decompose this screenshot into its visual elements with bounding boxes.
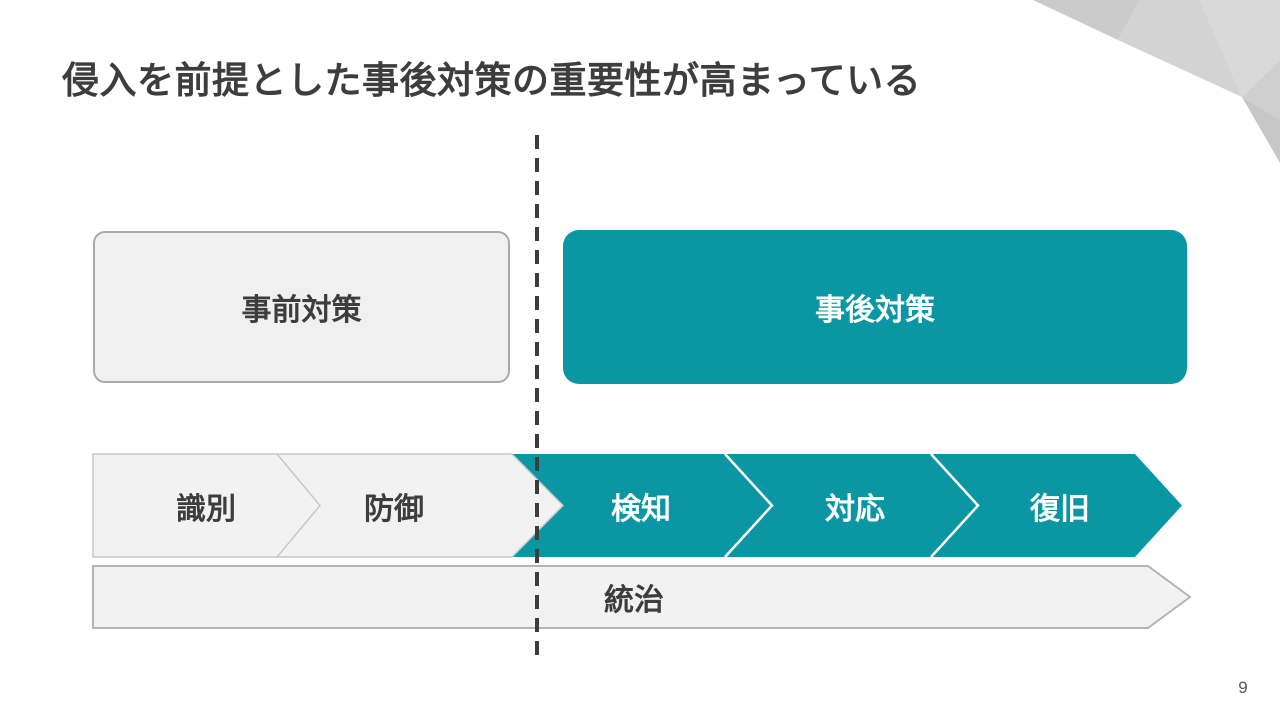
step-protect-label: 防御 <box>364 493 424 526</box>
gray-chevron-band <box>92 453 565 558</box>
step-recover-label: 復旧 <box>1030 493 1090 526</box>
step-respond-label: 対応 <box>825 493 885 526</box>
governance-arrow-bar <box>92 565 1192 629</box>
governance-label: 統治 <box>604 584 664 617</box>
pre-incident-label: 事前対策 <box>241 294 362 327</box>
teal-chevron-band <box>512 453 1182 558</box>
post-incident-box: 事後対策 <box>563 230 1187 384</box>
corner-decoration-polygons <box>1033 0 1280 163</box>
step-detect-label: 検知 <box>611 493 671 526</box>
slide-title: 侵入を前提とした事後対策の重要性が高まっている <box>62 60 922 101</box>
pre-incident-box: 事前対策 <box>93 231 510 383</box>
page-number: 9 <box>1238 678 1248 697</box>
step-identify-label: 識別 <box>176 493 236 526</box>
post-incident-label: 事後対策 <box>815 294 935 327</box>
